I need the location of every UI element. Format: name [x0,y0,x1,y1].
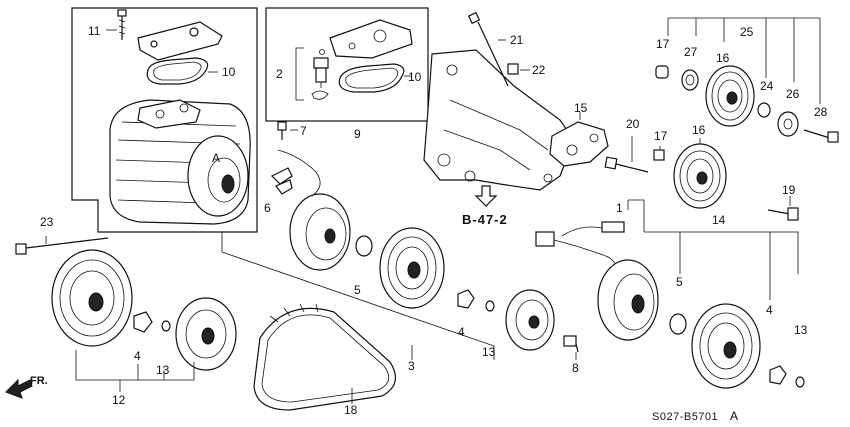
washer-27-icon [681,69,699,91]
shim-4-center-icon [457,289,475,309]
pulley-center-icon [379,227,445,309]
part-label-27: 27 [684,45,698,59]
thermal-sensor-1-icon [561,221,625,237]
bolt-28-icon [803,129,839,143]
bolt-7-icon [277,121,287,140]
pulley-left-icon [51,249,133,347]
field-coil-center-icon [289,193,351,271]
part-label-7: 7 [300,124,307,138]
part-label-6: 6 [264,201,271,215]
bolt-21-icon [767,207,799,221]
nut-13-center-icon [485,300,495,312]
reference-arrow-icon [474,185,498,207]
reference-label: B-47-2 [462,212,508,227]
washer-26-icon [777,111,799,137]
part-label-3: 3 [408,359,415,373]
bolt-22-icon [467,11,509,87]
part-label-4-left: 4 [134,349,141,363]
part-label-16-upper: 16 [716,51,730,65]
part-label-11: 11 [88,24,101,38]
kit-3-bracket [221,232,495,360]
part-label-1: 1 [616,201,623,215]
part-label-4-center: 4 [458,325,465,339]
gasket-10-right-icon [338,63,405,93]
snap-ring-5-center-icon [355,235,373,257]
kit-9-frame [265,7,429,122]
front-direction-label: FR. [30,375,48,387]
part-label-23: 22 [532,63,546,77]
compressor-icon [109,99,251,225]
part-label-4-right: 4 [766,303,773,317]
part-label-16-lower: 16 [692,123,706,137]
diagram-code: S027-B5701 [652,411,718,423]
pressure-plate-left-icon [175,297,237,371]
part-label-10-right: 10 [408,70,422,84]
shim-4-left-icon [133,311,153,333]
part-label-21: 19 [782,183,796,197]
bolt-11-icon [117,9,127,40]
nut-17-lower-icon [653,149,665,161]
part-label-10-left: 10 [222,65,236,79]
cover-plate-icon [137,21,223,61]
cap-17-upper-icon [655,65,669,79]
idler-arm-15-icon [549,121,609,167]
bolt-19-icon [15,237,109,255]
gasket-10-left-icon [146,57,209,85]
part-label-13-right: 13 [794,323,808,337]
part-label-9: 9 [354,127,361,141]
snap-ring-5-right-icon [669,313,687,335]
part-label-26: 26 [786,87,800,101]
idler-pulley-16-lower-icon [673,143,727,209]
ring-24-icon [757,102,771,118]
part-label-13-left: 13 [156,363,170,377]
shim-4-right-icon [769,365,787,385]
compressor-bracket-icon [423,49,575,191]
nut-13-right-icon [795,376,805,388]
part-label-5-right: 5 [676,275,683,289]
bolt-8-icon [563,335,579,353]
diagram-revision: A [730,409,738,423]
field-coil-right-icon [597,259,659,341]
part-label-22: 21 [510,33,524,47]
part-label-24: 24 [760,79,774,93]
bolt-20-icon [604,156,649,173]
part-label-28: 28 [814,105,828,119]
kit-14-bracket [627,199,799,300]
part-label-8: 8 [572,361,579,375]
kit-12-bracket [75,350,195,381]
nut-23-icon [507,63,519,75]
part-label-17-lower: 17 [654,129,668,143]
part-label-15: 15 [574,101,588,115]
part-label-18: 18 [344,403,358,417]
nut-13-left-icon [161,320,171,332]
part-label-17-upper: 17 [656,37,670,51]
part-label-2: 2 [276,67,283,81]
idler-pulley-16-upper-icon [705,65,755,127]
part-label-25: 25 [740,25,754,39]
part-label-19: 23 [40,215,54,229]
drive-belt-18-icon [253,303,397,411]
wire-6-icon [270,149,321,197]
compressor-mark: A [212,151,220,165]
part-label-13-center: 13 [482,345,496,359]
pulley-right-icon [691,303,761,389]
part-label-20: 20 [626,117,640,131]
part-label-12: 12 [112,393,126,407]
front-direction-arrow-icon [5,378,33,399]
kit-25-bracket [667,17,821,104]
relief-valve-2-icon [311,49,329,100]
pressure-plate-center-icon [505,289,555,351]
part-label-5-center: 5 [354,283,361,297]
part-label-14: 14 [712,213,726,227]
cover-plate-9-icon [329,19,413,59]
connector-icon [535,231,617,267]
